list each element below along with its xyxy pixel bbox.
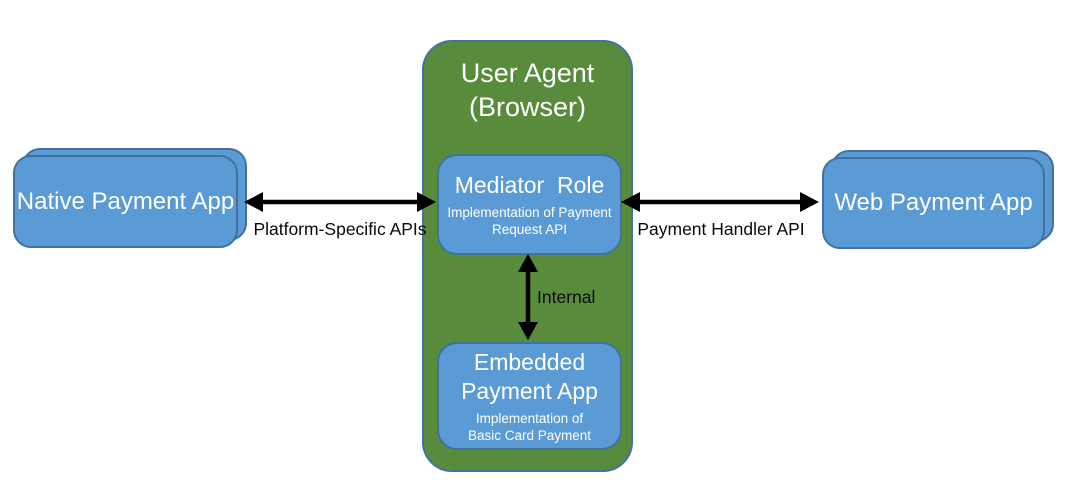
mediator-role-subtitle: Implementation of Payment Request API (447, 205, 612, 237)
native-payment-app-label: Native Payment App (16, 187, 235, 215)
platform-apis-arrow-label: Platform-Specific APIs (253, 219, 427, 239)
embedded-payment-app-title: Embedded Payment App (461, 349, 598, 404)
payment-handler-arrow (621, 192, 819, 212)
web-payment-app-label: Web Payment App (834, 189, 1033, 216)
mediator-role-title: Mediator Role (454, 172, 605, 198)
embedded-payment-app-box: Embedded Payment App Implementation of B… (437, 342, 622, 450)
payment-handler-arrow-label: Payment Handler API (637, 219, 805, 239)
internal-arrow-label: Internal (537, 287, 596, 307)
platform-apis-arrow (244, 192, 436, 212)
embedded-payment-app-subtitle: Implementation of Basic Card Payment (467, 411, 592, 443)
web-payment-app-box: Web Payment App (822, 157, 1045, 249)
user-agent-title: User Agent (Browser) (460, 58, 595, 122)
user-agent-container: User Agent (Browser) Mediator Role Imple… (422, 40, 633, 472)
mediator-role-box: Mediator Role Implementation of Payment … (437, 154, 622, 255)
native-payment-app-box: Native Payment App (13, 155, 238, 248)
